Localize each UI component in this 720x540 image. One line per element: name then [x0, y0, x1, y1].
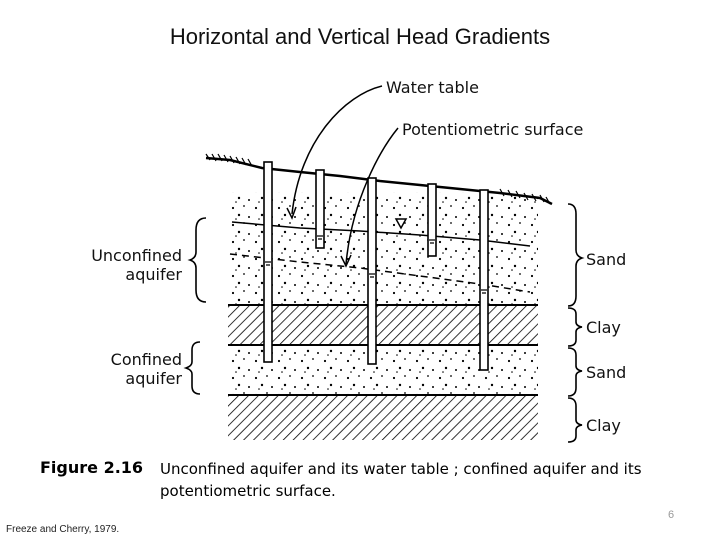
- slide-title: Horizontal and Vertical Head Gradients: [169, 24, 551, 49]
- layer-label-clay-lower: Clay: [586, 416, 621, 435]
- layer-label-clay-upper: Clay: [586, 318, 621, 337]
- unconfined-brace: [187, 217, 207, 303]
- source-citation: Freeze and Cherry, 1979.: [6, 524, 120, 535]
- confined-brace: [183, 341, 201, 395]
- sand-lower-brace: [567, 347, 583, 397]
- water-table-marker-icon: [394, 218, 408, 230]
- sand-top-brace: [567, 203, 585, 307]
- layer-label-sand-top: Sand: [586, 250, 627, 269]
- figure-caption-line2: potentiometric surface.: [160, 482, 336, 500]
- well-2: [315, 169, 325, 249]
- water-table-label: Water table: [386, 78, 479, 97]
- figure-number: Figure 2.16: [40, 458, 144, 477]
- sand-unconfined-layer: [228, 192, 538, 305]
- potentiometric-surface-label: Potentiometric surface: [402, 120, 584, 139]
- confined-label-line2: aquifer: [125, 369, 182, 388]
- well-5: [479, 189, 489, 371]
- page-number: 6: [668, 509, 675, 521]
- unconfined-label-line1: Unconfined: [91, 246, 182, 265]
- clay-lower-brace: [567, 397, 583, 443]
- clay-lower-layer: [228, 395, 538, 440]
- well-3: [367, 177, 377, 365]
- clay-upper-layer: [228, 305, 538, 345]
- potentiometric-surface-line: [229, 253, 531, 293]
- clay-upper-brace: [567, 307, 583, 347]
- sand-confined-layer: [228, 345, 538, 395]
- unconfined-label-line2: aquifer: [125, 265, 182, 284]
- figure-caption-line1: Unconfined aquifer and its water table ;…: [160, 460, 642, 478]
- well-4: [427, 183, 437, 257]
- layer-label-sand-lower: Sand: [586, 363, 627, 382]
- confined-label-line1: Confined: [110, 350, 182, 369]
